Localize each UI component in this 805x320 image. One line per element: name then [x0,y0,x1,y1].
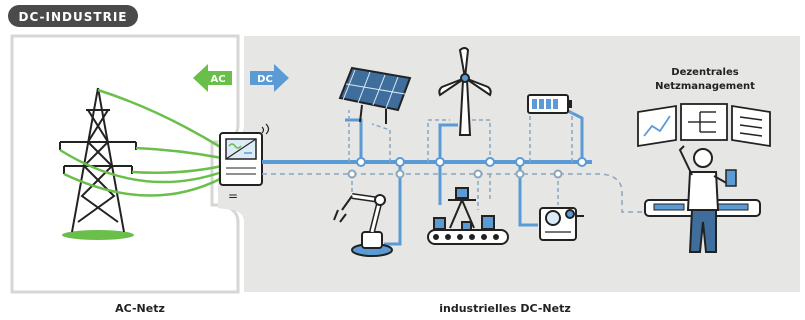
converter-icon [219,123,270,186]
conveyor-icon [427,187,509,245]
dc-grid-label: industrielles DC-Netz [439,302,571,315]
dc-arrow: DC [250,64,289,92]
title-badge: DC-INDUSTRIE [8,5,138,27]
management-label-line1: Dezentrales [671,67,738,78]
ac-arrow-label: AC [210,74,225,85]
title-text: DC-INDUSTRIE [19,10,128,24]
operator-icon [644,145,761,253]
comm-branches-up [348,110,573,162]
dc-bus-branches-down [384,162,538,246]
communication-line [262,173,648,213]
robot-arm-icon [333,193,393,257]
ac-arrow: AC [193,64,232,92]
ac-grid-label: AC-Netz [115,302,165,315]
solar-panel-icon [338,66,412,124]
management-label-line2: Netzmanagement [655,81,755,92]
bus-nodes [347,157,587,179]
ac-lines [59,88,223,197]
ac-grid-area [10,34,240,294]
dc-arrow-label: DC [257,74,273,85]
motor-icon [539,207,584,241]
converter-symbol: = [228,189,238,203]
dashboard-screens-icon [637,103,771,148]
wind-turbine-icon [438,47,492,136]
power-pylon-icon [59,87,137,240]
battery-icon [527,94,572,114]
